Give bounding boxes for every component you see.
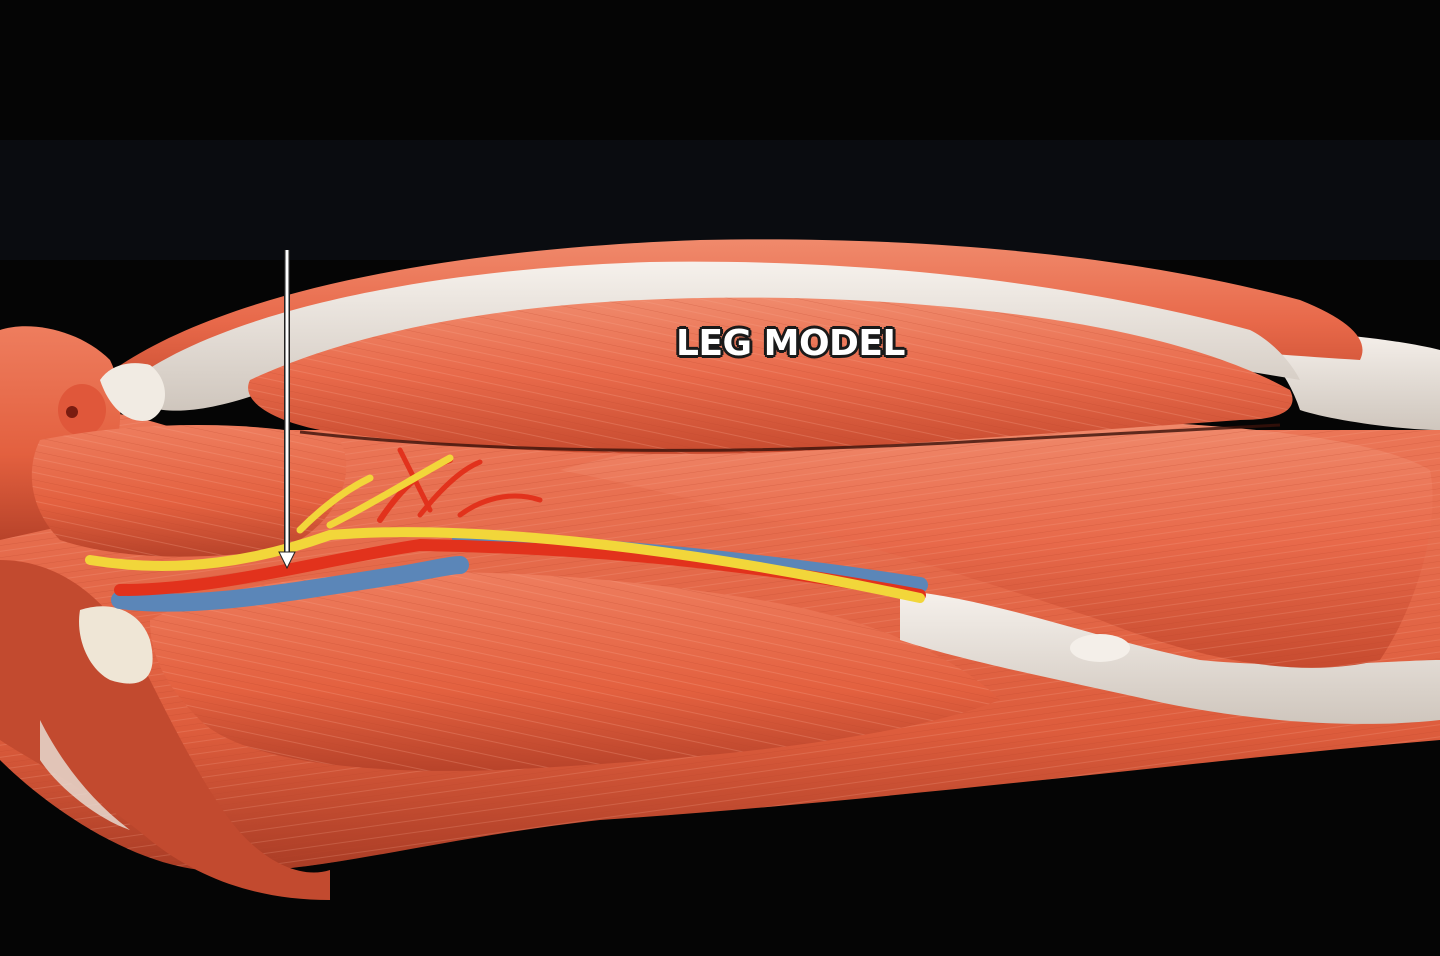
upper-tendon-band (120, 261, 1300, 411)
down-arrow-icon (278, 250, 296, 570)
knee-muscle (0, 560, 330, 900)
cut-vessel-end (58, 384, 106, 436)
femoral-nerve (85, 527, 925, 603)
upper-thigh-muscle (100, 239, 1363, 404)
femoral-vein (111, 556, 469, 612)
leg-model-label: LEG MODEL (676, 323, 905, 364)
lower-tendon (900, 590, 1440, 724)
nerve-branches (296, 454, 454, 534)
knee-tendon (79, 606, 153, 684)
